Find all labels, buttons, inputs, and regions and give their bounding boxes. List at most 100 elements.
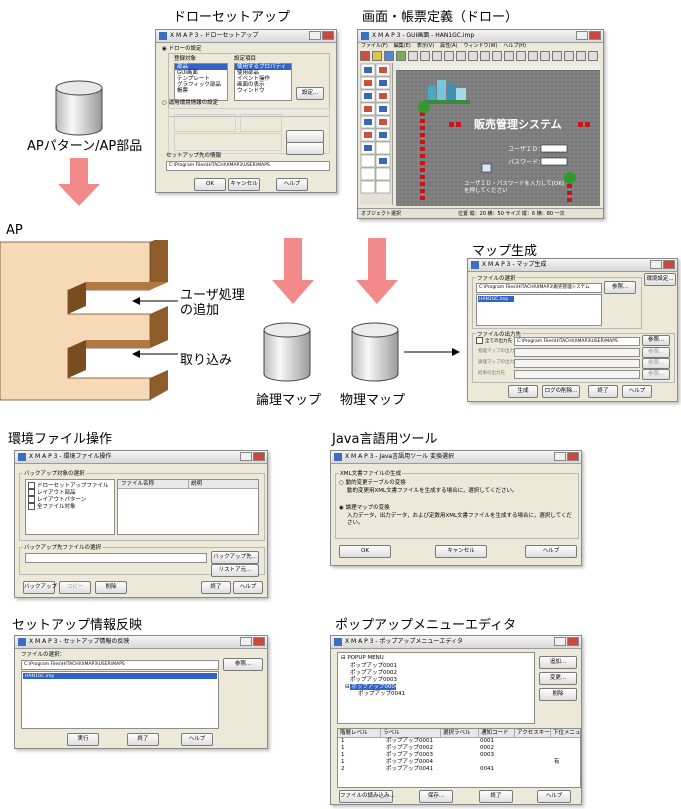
toolbar-icon[interactable] — [588, 51, 598, 61]
checkbox[interactable] — [28, 503, 35, 510]
radio-logical-map[interactable]: ◉ 論理マップの変換 — [339, 505, 390, 511]
list-item[interactable]: 帳票 — [177, 88, 189, 94]
target-item[interactable]: ドローセットアップファイル — [28, 482, 109, 490]
end-button[interactable]: 終了 — [127, 733, 159, 746]
settings-button[interactable]: 設定... — [296, 87, 324, 100]
tree-item[interactable]: ポップアップ0003 — [350, 677, 397, 683]
help-button[interactable]: ヘルプ — [622, 385, 652, 398]
checkbox[interactable] — [28, 489, 35, 496]
close-icon[interactable] — [567, 637, 579, 646]
toolbar-icon[interactable] — [516, 51, 526, 61]
backup-dest-field[interactable] — [25, 553, 207, 563]
backup-button[interactable]: バックアップ — [23, 581, 57, 594]
toolbar-icon[interactable] — [576, 51, 586, 61]
list-item[interactable]: 画面の表示 — [237, 82, 265, 88]
checkbox[interactable] — [28, 496, 35, 503]
list-item[interactable]: テンプレート — [177, 76, 210, 82]
cancel-button[interactable]: キャンセル — [228, 178, 260, 191]
tree-item[interactable]: ポップアップ0041 — [358, 691, 405, 697]
ok-button[interactable]: OK — [339, 545, 391, 558]
menu-item-attr[interactable]: 属性(A) — [440, 43, 458, 49]
tree-root[interactable]: ⊟ POPUP MENU — [341, 655, 384, 661]
help-button[interactable]: ヘルプ — [233, 581, 263, 594]
column-header[interactable]: 階層レベル — [340, 730, 368, 736]
end-button[interactable]: 終了 — [201, 581, 231, 594]
backup-dest-button[interactable]: バックアップ先... — [211, 551, 259, 564]
list-item[interactable]: 部品 — [177, 63, 189, 70]
menu-item-window[interactable]: ウィンドウ(W) — [463, 43, 498, 49]
toolbar-icon[interactable] — [564, 51, 574, 61]
list-item[interactable]: ウィンドウ — [237, 88, 265, 94]
menu-tree[interactable]: ⊟ POPUP MENU ポップアップ0001 ポップアップ0002 ポップアッ… — [337, 652, 535, 724]
restore-source-button[interactable]: リストア元... — [211, 564, 259, 577]
list-item[interactable]: 使用するプロパティ — [237, 63, 287, 70]
add-button[interactable]: 追加... — [539, 656, 577, 669]
close-icon[interactable] — [322, 31, 334, 40]
toolbar-icon[interactable] — [360, 51, 370, 61]
close-icon[interactable] — [253, 637, 265, 646]
close-icon[interactable] — [589, 31, 601, 40]
settings-list[interactable]: 使用するプロパティ 使用部品 イベント操作 画面の表示 ウィンドウ — [234, 63, 292, 101]
minimize-icon[interactable] — [240, 637, 252, 646]
file-list[interactable]: HAN1GC.imp — [21, 671, 219, 729]
minimize-icon[interactable] — [650, 260, 662, 269]
column-header[interactable]: ラベル — [380, 729, 400, 737]
list-item[interactable]: HAN1GC.imp — [25, 673, 55, 679]
end-button[interactable]: 終了 — [479, 790, 513, 803]
toolbar-icon[interactable] — [384, 51, 394, 61]
minimize-icon[interactable] — [554, 637, 566, 646]
toolbar-icon[interactable] — [528, 51, 538, 61]
radio-runtime-settings[interactable]: ○ 運用環境情報の設定 — [162, 100, 219, 106]
delete-button[interactable]: 削除 — [539, 688, 577, 701]
end-button[interactable]: 終了 — [588, 385, 618, 398]
palette-icons[interactable] — [360, 63, 392, 205]
column-header[interactable]: 通知コード — [478, 729, 509, 737]
menu-item-file[interactable]: ファイル(F) — [361, 43, 388, 49]
close-icon[interactable] — [253, 452, 265, 461]
ok-button[interactable]: OK — [194, 178, 226, 191]
setup-path-field[interactable]: C:\Program Files\HITACHI\XMAP3\USER\MAPS — [166, 161, 330, 171]
minimize-icon[interactable] — [554, 452, 566, 461]
menu-table[interactable]: 階層レベル ラベル 選択ラベル 通知コード アクセスキー 下位メニュー 1 ポッ… — [337, 728, 581, 788]
target-list[interactable]: 部品 GUI画面 テンプレート グラフィック部品 帳票 — [174, 63, 228, 101]
column-desc[interactable]: 説明 — [188, 480, 202, 488]
radio-dynamic-table[interactable]: ○ 動的変更テーブルの変換 — [339, 480, 406, 486]
file-path-field[interactable]: C:\Program Files\HITACHI\XMAP3\販売管理システム — [476, 283, 602, 293]
column-header[interactable]: 選択ラベル — [440, 729, 471, 737]
run-button[interactable]: 実行 — [67, 733, 99, 746]
toolbar-icon[interactable] — [432, 51, 442, 61]
column-header[interactable]: アクセスキー — [514, 729, 550, 737]
tree-item[interactable]: ポップアップ0001 — [350, 663, 397, 669]
save-button[interactable]: 保存... — [419, 790, 453, 803]
toolbar-icon[interactable] — [468, 51, 478, 61]
toolbar-icon[interactable] — [408, 51, 418, 61]
toolbar-icon[interactable] — [504, 51, 514, 61]
target-check-list[interactable]: ドローセットアップファイル レイアウト部品 レイアウトパターン 全ファイル対象 — [25, 479, 115, 535]
tree-item-expanded[interactable]: ⊟ ポップアップ0004 — [345, 684, 399, 690]
list-item[interactable]: GUI画面 — [177, 70, 198, 76]
target-item[interactable]: レイアウトパターン — [28, 496, 86, 504]
minimize-icon[interactable] — [309, 31, 321, 40]
minimize-icon[interactable] — [240, 452, 252, 461]
column-header[interactable]: 下位メニュー — [550, 729, 581, 737]
file-table[interactable]: ファイル名称 説明 — [117, 479, 259, 535]
output-path-field[interactable]: C:\Program Files\HITACHI\XMAP3\USER\MAPS — [514, 337, 640, 346]
browse-button[interactable]: 参照... — [642, 335, 670, 346]
browse-button[interactable]: 参照... — [223, 658, 263, 671]
tree-item[interactable]: ポップアップ0002 — [350, 670, 397, 676]
help-button[interactable]: ヘルプ — [525, 545, 577, 558]
toolbar-icon[interactable] — [420, 51, 430, 61]
minimize-icon[interactable] — [576, 31, 588, 40]
generate-button[interactable]: 生成 — [508, 385, 538, 398]
list-item[interactable]: グラフィック部品 — [177, 82, 221, 88]
file-list[interactable]: HAN1GC.imp — [476, 294, 602, 326]
list-item[interactable]: HAN1GC.imp — [479, 296, 509, 302]
path-field[interactable]: C:\Program Files\HITACHI\XMAP3\USER\MAPS — [21, 660, 219, 670]
help-button[interactable]: ヘルプ — [276, 178, 308, 191]
radio-draw-settings[interactable]: ◉ ドローの設定 — [162, 46, 202, 52]
menu-item-view[interactable]: 表示(V) — [416, 43, 435, 49]
menu-item-edit[interactable]: 編集(E) — [393, 43, 411, 49]
toolbar-icon[interactable] — [372, 51, 382, 61]
toolbar-icon[interactable] — [540, 51, 550, 61]
close-icon[interactable] — [663, 260, 675, 269]
